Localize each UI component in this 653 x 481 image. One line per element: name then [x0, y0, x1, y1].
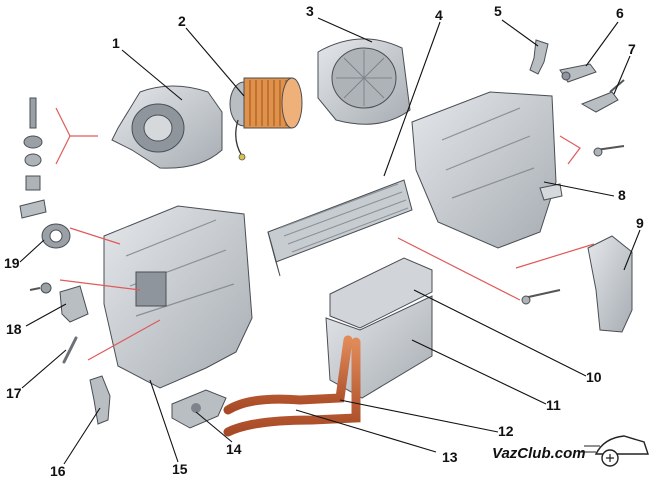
callout-2: 2 — [178, 13, 186, 29]
left-housing-part-15 — [103, 205, 253, 389]
callout-4: 4 — [435, 7, 443, 23]
plate-part-18 — [29, 282, 89, 323]
lever-part-6 — [559, 63, 597, 83]
watermark-text: VazClub.com — [492, 445, 586, 462]
callout-17: 17 — [6, 385, 22, 401]
watermark: VazClub.com — [492, 435, 649, 467]
callout-18: 18 — [6, 321, 22, 337]
fan-housing-part-1 — [111, 85, 223, 169]
lever-part-5 — [529, 39, 549, 75]
heater-radiator-part-4 — [267, 179, 413, 277]
callout-numbers: 1 2 3 4 5 6 7 8 9 10 11 12 13 14 15 16 1… — [4, 3, 644, 479]
right-housing-part-8 — [411, 91, 563, 249]
callout-14: 14 — [226, 441, 242, 457]
callout-7: 7 — [628, 41, 636, 57]
housing-cover-part-3 — [317, 38, 411, 125]
callout-16: 16 — [50, 463, 66, 479]
callout-3: 3 — [306, 3, 314, 19]
callout-leaders — [19, 17, 641, 465]
screw-hardware — [19, 97, 625, 305]
outlet-pipe-part-13 — [223, 337, 361, 437]
callout-12: 12 — [498, 423, 514, 439]
callout-15: 15 — [172, 461, 188, 477]
inlet-pipe-part-12 — [223, 335, 353, 415]
callout-5: 5 — [494, 3, 502, 19]
callout-8: 8 — [618, 187, 626, 203]
air-flap-part-9 — [587, 235, 633, 333]
callout-6: 6 — [616, 5, 624, 21]
callout-10: 10 — [586, 369, 602, 385]
callout-11: 11 — [546, 397, 561, 413]
bracket-part-16 — [89, 375, 111, 425]
heater-core-part-10 — [329, 257, 433, 329]
valve-part-14 — [171, 389, 227, 429]
grommet-part-19 — [41, 223, 71, 249]
callout-13: 13 — [442, 449, 458, 465]
blower-motor-part-2 — [229, 77, 303, 161]
callout-1: 1 — [112, 35, 120, 51]
clip-part-17 — [62, 336, 78, 364]
callout-9: 9 — [636, 215, 644, 231]
car-logo-icon — [580, 435, 649, 467]
assembly-guide-lines — [55, 107, 595, 361]
callout-19: 19 — [4, 255, 20, 271]
